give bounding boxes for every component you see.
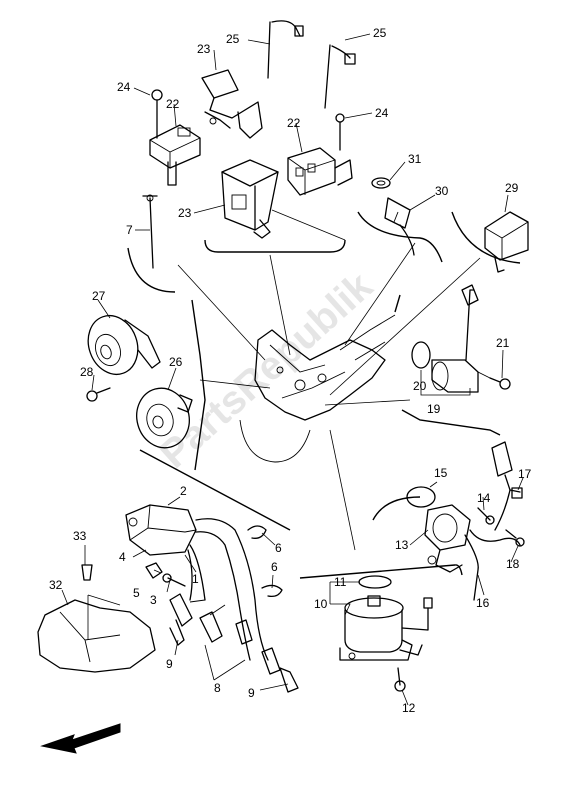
ignition-coil (125, 504, 269, 661)
label-1: 1 (192, 572, 199, 586)
clamp-upper (247, 525, 267, 539)
cover-bolt (81, 564, 93, 581)
plug-cap-left (169, 593, 206, 646)
label-23-upper: 23 (197, 42, 211, 56)
label-22-right: 22 (287, 116, 301, 130)
relay-left (149, 124, 201, 186)
label-32: 32 (49, 578, 63, 592)
label-4: 4 (119, 550, 126, 564)
plug-cap-right (235, 619, 299, 693)
label-25-left: 25 (226, 32, 240, 46)
label-27: 27 (92, 289, 106, 303)
label-28: 28 (80, 365, 94, 379)
bolt-12 (394, 667, 406, 692)
label-21: 21 (496, 336, 510, 350)
label-15: 15 (434, 466, 448, 480)
label-12: 12 (402, 701, 416, 715)
clamp-lower (261, 584, 283, 598)
label-30: 30 (435, 184, 449, 198)
label-11: 11 (334, 575, 347, 589)
bracket-lower (221, 159, 346, 241)
label-33: 33 (73, 529, 87, 543)
label-13: 13 (395, 538, 409, 552)
label-26: 26 (169, 355, 183, 369)
label-23-lower: 23 (178, 206, 192, 220)
label-9-left: 9 (166, 657, 173, 671)
label-8: 8 (214, 681, 221, 695)
pickup-bolt (489, 377, 511, 390)
label-7: 7 (126, 223, 133, 237)
label-16: 16 (476, 596, 490, 610)
callout-labels: 1 2 3 4 5 6 6 7 8 9 9 10 11 12 13 14 15 … (49, 26, 532, 715)
rod (142, 194, 158, 269)
nut (145, 562, 163, 579)
label-29: 29 (505, 181, 519, 195)
label-3: 3 (150, 593, 157, 607)
oring-11 (358, 575, 392, 589)
relay-unit (484, 211, 529, 273)
plug-cap-middle (199, 604, 226, 643)
starter-relay (339, 595, 433, 661)
label-20: 20 (413, 379, 427, 393)
sensor-washer (371, 177, 391, 189)
pickup-coil (431, 284, 491, 393)
bolt-right (335, 113, 345, 151)
label-5: 5 (133, 586, 140, 600)
label-19: 19 (427, 402, 441, 416)
watermark: PartsRepublik (152, 264, 382, 477)
horn-upper (87, 314, 161, 376)
bolt-18 (505, 529, 525, 547)
pickup-assy (424, 504, 479, 601)
horn-lower (136, 387, 193, 449)
cover (37, 594, 156, 673)
bolt-14 (477, 507, 495, 525)
sensor-switch (384, 197, 415, 256)
leader-lines (61, 33, 524, 706)
bolt-3 (162, 573, 186, 587)
bolt-left (151, 89, 163, 139)
label-6-lower: 6 (271, 560, 278, 574)
label-24-right: 24 (375, 106, 389, 120)
label-2: 2 (180, 484, 187, 498)
relay-right (287, 147, 353, 196)
oring-15 (406, 486, 436, 508)
oring-small (411, 341, 431, 369)
bracket-upper (201, 69, 263, 139)
band-clamp-right (324, 44, 356, 109)
frame-assembly (177, 242, 481, 551)
label-18: 18 (506, 557, 520, 571)
label-25-right: 25 (373, 26, 387, 40)
band-clamp-left (267, 20, 304, 79)
label-31: 31 (408, 152, 422, 166)
front-direction-arrow (40, 723, 121, 754)
horn-bolt (86, 387, 111, 402)
label-6-upper: 6 (275, 541, 282, 555)
label-17: 17 (518, 467, 532, 481)
label-10: 10 (314, 597, 328, 611)
label-22-left: 22 (166, 97, 180, 111)
label-14: 14 (477, 491, 491, 505)
label-24-left: 24 (117, 80, 131, 94)
label-9-right: 9 (248, 686, 255, 700)
